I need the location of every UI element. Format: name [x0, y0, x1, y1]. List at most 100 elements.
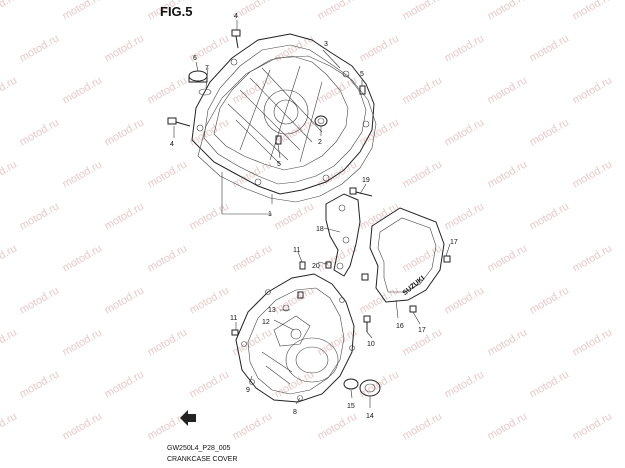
callout-17a: 17 [450, 239, 458, 246]
watermark-text: motod.ru [273, 200, 317, 232]
watermark-layer: motod.ru motod.ru motod.ru motod.ru motod.ru… [0, 0, 614, 443]
watermark-text: motod.ru [0, 410, 19, 442]
callout-19: 19 [362, 177, 370, 184]
watermark-text: motod.ru [316, 410, 360, 442]
callout-3: 3 [324, 41, 328, 48]
callout-5a: 5 [360, 71, 364, 78]
leader-lines [173, 20, 451, 408]
watermark-text: motod.ru [443, 284, 487, 316]
magneto-cover [235, 273, 355, 403]
watermark-text: motod.ru [231, 410, 275, 442]
watermark-text: motod.ru [571, 410, 615, 442]
callout-4a: 4 [234, 13, 238, 20]
callout-4b: 4 [170, 141, 174, 148]
figure-title: FIG.5 [160, 4, 193, 19]
watermark-text: motod.ru [528, 116, 572, 148]
watermark-text: motod.ru [103, 368, 147, 400]
watermark-text: motod.ru [528, 368, 572, 400]
watermark-text: motod.ru [358, 284, 402, 316]
watermark-text: motod.ru [401, 410, 445, 442]
callout-9: 9 [246, 387, 250, 394]
watermark-text: motod.ru [401, 0, 445, 23]
watermark-text: motod.ru [103, 284, 147, 316]
callout-12: 12 [262, 319, 270, 326]
watermark-text: motod.ru [103, 32, 147, 64]
watermark-text: motod.ru [18, 200, 62, 232]
watermark-text: motod.ru [571, 0, 615, 23]
watermark-text: motod.ru [571, 242, 615, 274]
oil-seal [314, 115, 328, 127]
oil-filler-cap [188, 70, 212, 96]
watermark-text: motod.ru [18, 368, 62, 400]
callouts: 1 2 3 4 4 5 5 6 7 8 9 10 11 11 12 13 14 … [170, 13, 458, 420]
watermark-text: motod.ru [18, 116, 62, 148]
watermark-text: motod.ru [0, 74, 19, 106]
watermark-text: motod.ru [146, 326, 190, 358]
watermark-text: motod.ru [401, 242, 445, 274]
callout-16: 16 [396, 323, 404, 330]
watermark-text: motod.ru [146, 74, 190, 106]
watermark-text: motod.ru [528, 284, 572, 316]
watermark-text: motod.ru [443, 32, 487, 64]
watermark-text: motod.ru [486, 74, 530, 106]
watermark-text: motod.ru [316, 242, 360, 274]
callout-17b: 17 [418, 327, 426, 334]
watermark-text: motod.ru [0, 326, 19, 358]
watermark-text: motod.ru [103, 116, 147, 148]
watermark-text: motod.ru [528, 32, 572, 64]
bolts-lower [231, 291, 371, 336]
watermark-text: motod.ru [486, 326, 530, 358]
callout-7: 7 [205, 65, 209, 72]
brand-mark: SUZUKI [402, 275, 427, 297]
callout-20: 20 [312, 263, 320, 270]
watermark-text: motod.ru [486, 0, 530, 23]
watermark-text: motod.ru [571, 74, 615, 106]
watermark-text: motod.ru [486, 410, 530, 442]
callout-2: 2 [318, 139, 322, 146]
watermark-text: motod.ru [401, 74, 445, 106]
watermark-text: motod.ru [0, 0, 19, 23]
watermark-text: motod.ru [231, 74, 275, 106]
watermark-text: motod.ru [146, 410, 190, 442]
watermark-text: motod.ru [571, 158, 615, 190]
watermark-text: motod.ru [486, 242, 530, 274]
watermark-text: motod.ru [188, 284, 232, 316]
clutch-cover [191, 33, 375, 195]
callout-5b: 5 [277, 161, 281, 168]
watermark-text: motod.ru [528, 200, 572, 232]
watermark-text: motod.ru [61, 242, 105, 274]
bracket [325, 193, 361, 277]
dowel-pins [275, 85, 366, 145]
watermark-text: motod.ru [61, 158, 105, 190]
gasket [197, 55, 377, 203]
watermark-text: motod.ru [18, 284, 62, 316]
callout-15: 15 [347, 403, 355, 410]
watermark-text: motod.ru [103, 200, 147, 232]
callout-1: 1 [268, 211, 272, 218]
watermark-text: motod.ru [443, 116, 487, 148]
watermark-text: motod.ru [146, 242, 190, 274]
bolts-upper [167, 29, 241, 127]
watermark-text: motod.ru [273, 32, 317, 64]
callout-11b: 11 [230, 315, 237, 322]
watermark-text: motod.ru [188, 368, 232, 400]
watermark-text: motod.ru [358, 32, 402, 64]
watermark-text: motod.ru [146, 158, 190, 190]
bolts-bracket [299, 187, 451, 313]
watermark-text: motod.ru [231, 242, 275, 274]
callout-8: 8 [293, 409, 297, 416]
watermark-text: motod.ru [61, 74, 105, 106]
watermark-text: motod.ru [358, 200, 402, 232]
callout-10: 10 [367, 341, 375, 348]
watermark-text: motod.ru [61, 410, 105, 442]
watermark-text: motod.ru [18, 32, 62, 64]
watermark-text: motod.ru [61, 0, 105, 23]
callout-13: 13 [268, 307, 276, 314]
watermark-text: motod.ru [188, 200, 232, 232]
figure-caption: CRANKCASE COVER [167, 456, 238, 463]
watermark-text: motod.ru [273, 368, 317, 400]
watermark-text: motod.ru [443, 200, 487, 232]
watermark-text: motod.ru [486, 158, 530, 190]
watermark-text: motod.ru [401, 158, 445, 190]
